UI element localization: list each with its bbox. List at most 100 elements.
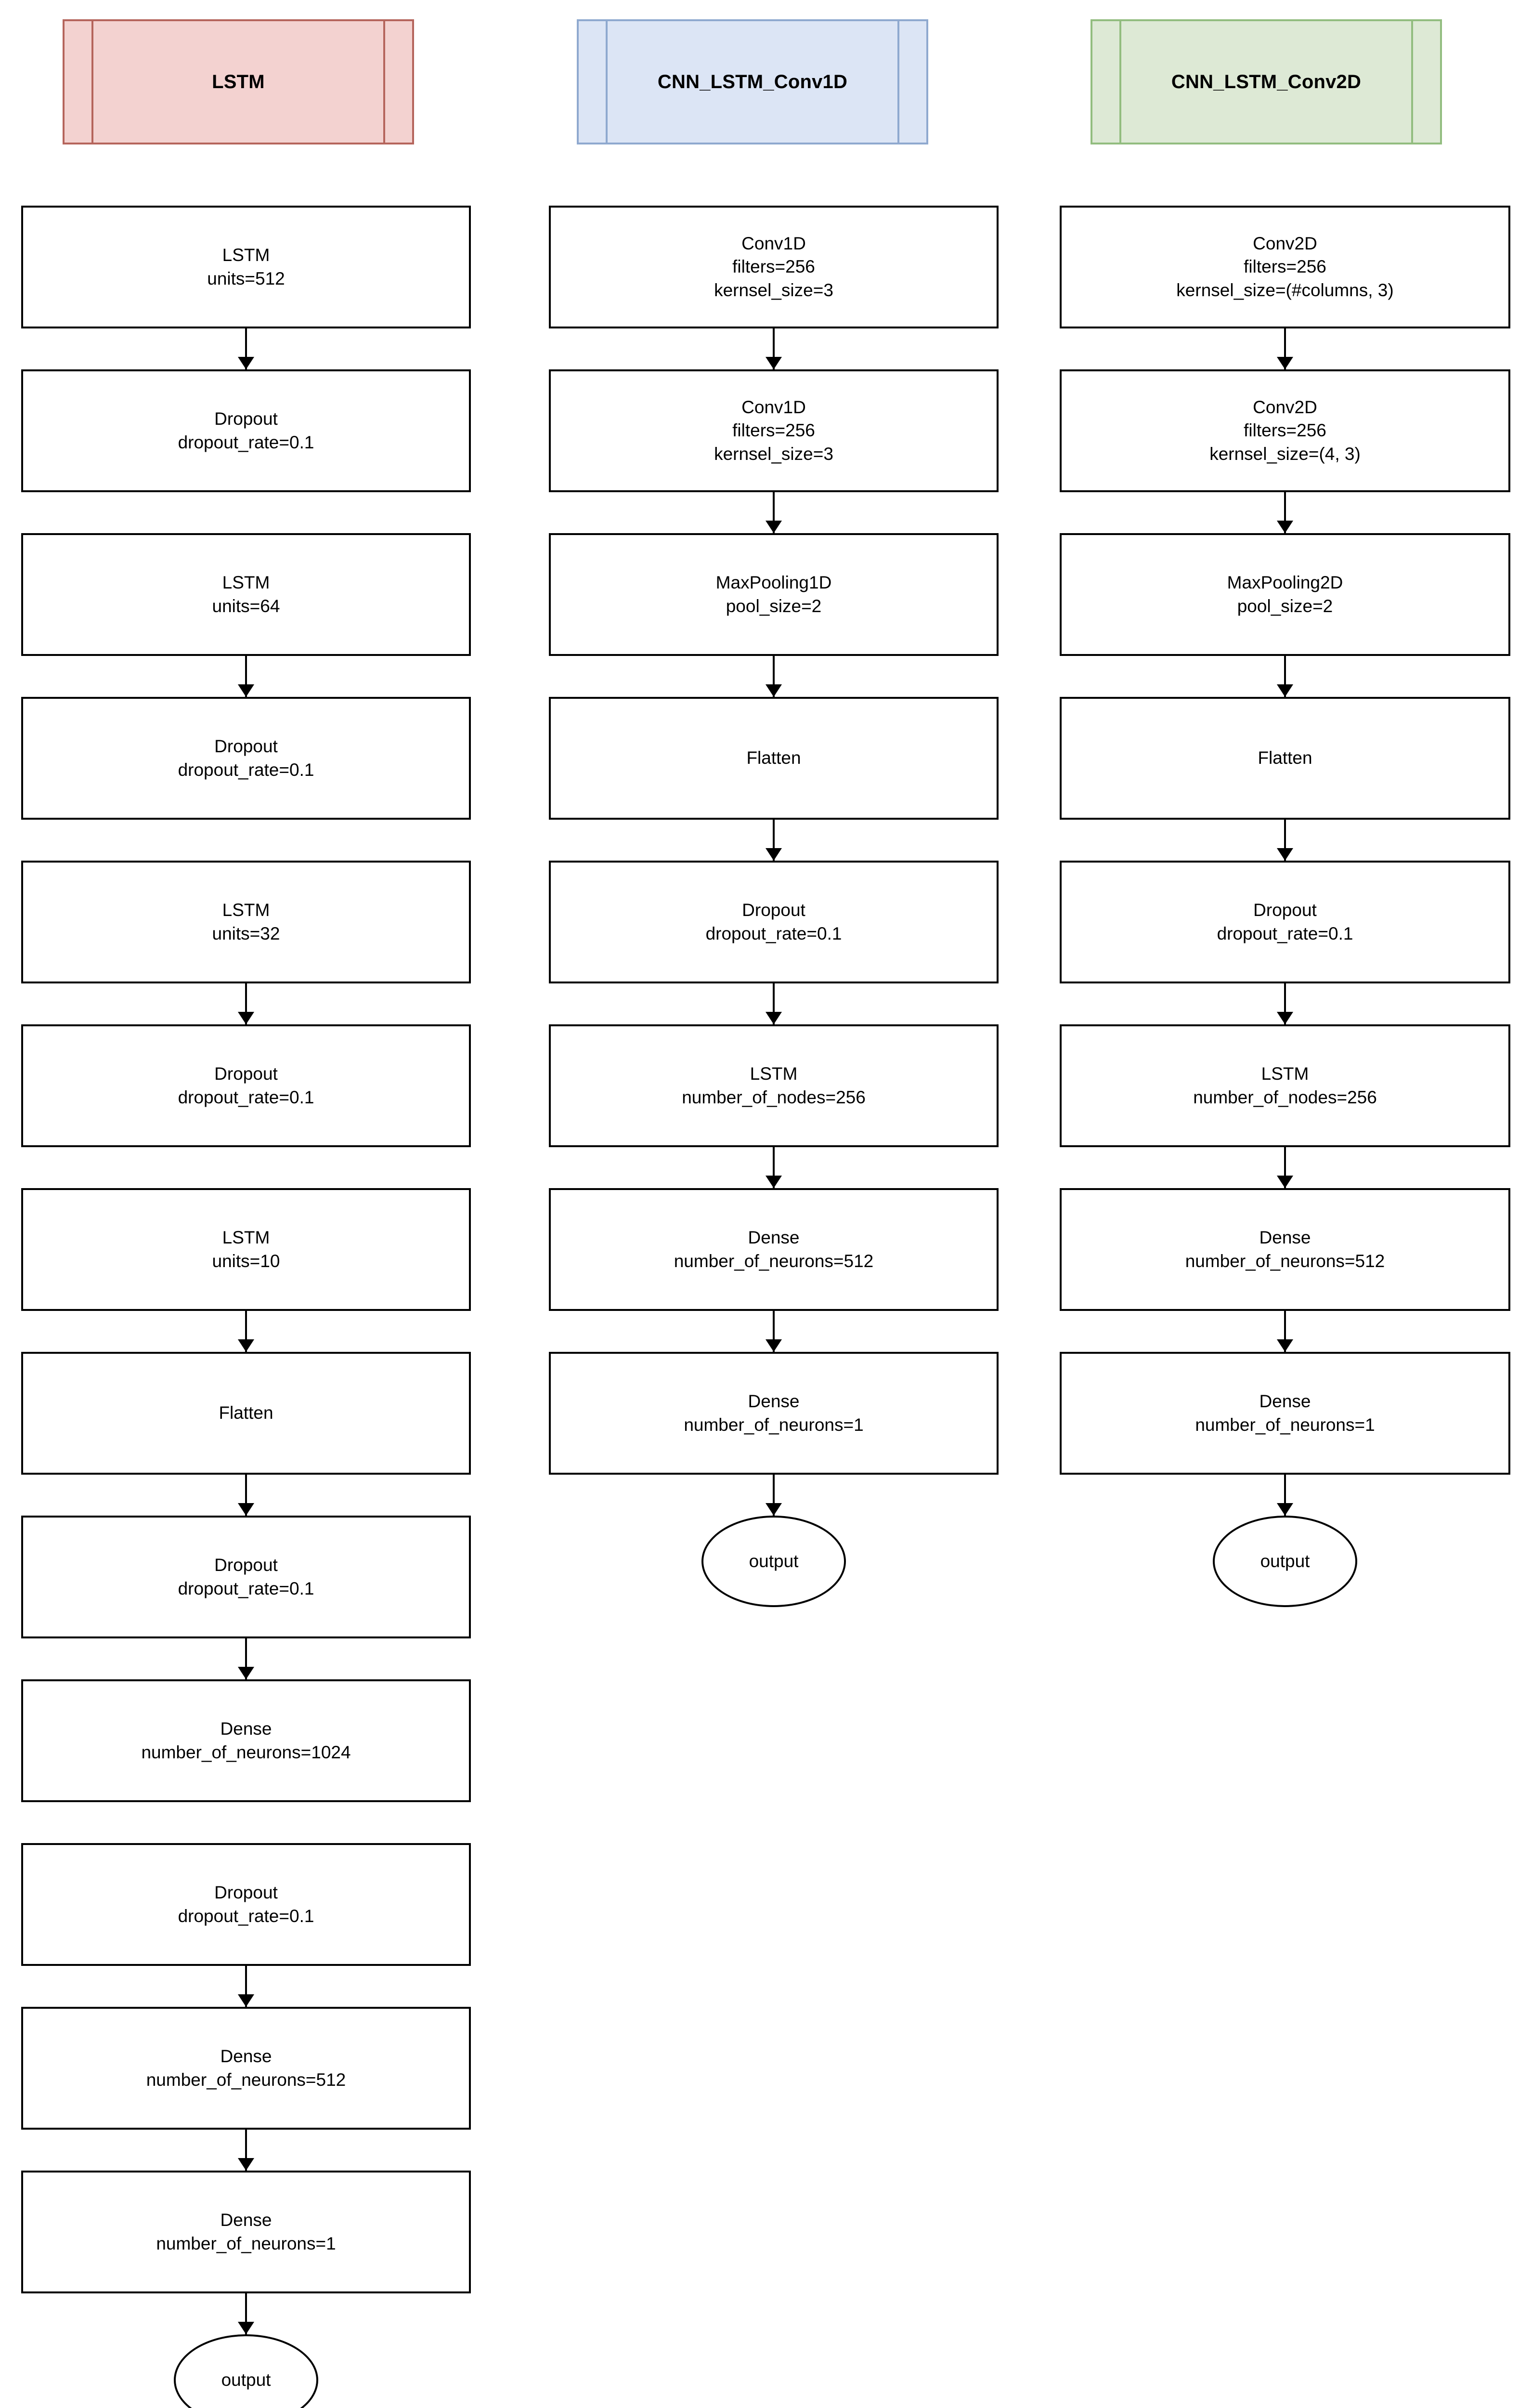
terminal-label: output [221, 2370, 271, 2390]
arrowhead-icon [1277, 357, 1293, 369]
node-title: Dropout [214, 1064, 278, 1084]
node-param-1: number_of_neurons=1024 [141, 1742, 351, 1762]
arrowhead-icon [766, 1012, 782, 1024]
node-title: Dense [748, 1228, 800, 1248]
header-label: CNN_LSTM_Conv2D [1171, 71, 1362, 92]
arrowhead-icon [238, 2322, 254, 2334]
node-flatten: Flatten [549, 697, 999, 820]
terminal-node-output: output [1213, 1516, 1357, 1607]
terminal-node-output: output [701, 1516, 846, 1607]
node-title: Conv1D [741, 234, 806, 254]
node-param-1: number_of_neurons=512 [674, 1251, 874, 1271]
node-param-1: number_of_neurons=1 [684, 1414, 864, 1435]
arrowhead-icon [238, 2158, 254, 2171]
node-title: Flatten [746, 748, 801, 768]
node-title: MaxPooling2D [1227, 573, 1343, 593]
header-label: CNN_LSTM_Conv1D [657, 71, 848, 92]
connector-line [1284, 820, 1286, 861]
connector-line [773, 1147, 775, 1188]
node-title: Dense [220, 2210, 272, 2230]
connector-line [773, 328, 775, 369]
arrowhead-icon [766, 1176, 782, 1188]
node-param-1: dropout_rate=0.1 [178, 759, 314, 780]
node-param-1: dropout_rate=0.1 [1217, 923, 1353, 943]
connector-line [1284, 1147, 1286, 1188]
connector-line [245, 2130, 247, 2171]
node-param-1: filters=256 [1244, 420, 1326, 441]
node-param-2: kernsel_size=3 [714, 444, 833, 464]
arrowhead-icon [766, 1339, 782, 1352]
node-title: Dense [748, 1391, 800, 1412]
terminal-label: output [749, 1551, 799, 1571]
node-param-1: number_of_neurons=512 [146, 2069, 346, 2090]
node-title: Conv2D [1253, 397, 1317, 418]
node-title: Flatten [1258, 748, 1312, 768]
arrowhead-icon [238, 1994, 254, 2007]
node-param-1: dropout_rate=0.1 [178, 432, 314, 452]
header-left-bar [606, 21, 608, 143]
node-flatten: Flatten [1060, 697, 1510, 820]
connector-line [773, 1475, 775, 1516]
node-param-2: kernsel_size=3 [714, 280, 833, 300]
connector-line [1284, 1475, 1286, 1516]
arrowhead-icon [766, 357, 782, 369]
node-lstm: LSTM number_of_nodes=256 [549, 1024, 999, 1147]
node-title: LSTM [222, 573, 270, 593]
arrowhead-icon [1277, 1503, 1293, 1516]
arrowhead-icon [1277, 1012, 1293, 1024]
node-title: Dropout [214, 1883, 278, 1903]
connector-line [773, 820, 775, 861]
node-param-2: kernsel_size=(4, 3) [1209, 444, 1361, 464]
node-param-1: number_of_nodes=256 [682, 1087, 866, 1107]
arrowhead-icon [238, 1667, 254, 1679]
connector-line [773, 492, 775, 533]
node-title: LSTM [222, 900, 270, 920]
node-title: MaxPooling1D [715, 573, 832, 593]
node-dense: Dense number_of_neurons=1 [21, 2171, 471, 2293]
arrowhead-icon [238, 1012, 254, 1024]
arrowhead-icon [238, 684, 254, 697]
connector-line [245, 328, 247, 369]
connector-line [1284, 983, 1286, 1024]
connector-line [1284, 492, 1286, 533]
node-param-1: filters=256 [1244, 257, 1326, 277]
connector-line [773, 1311, 775, 1352]
connector-line [245, 1475, 247, 1516]
arrowhead-icon [1277, 521, 1293, 533]
connector-line [245, 1966, 247, 2007]
header-label: LSTM [212, 71, 265, 92]
terminal-node-output: output [174, 2334, 318, 2408]
header-right-bar [897, 21, 899, 143]
arrowhead-icon [766, 1503, 782, 1516]
node-param-1: number_of_nodes=256 [1193, 1087, 1377, 1107]
node-param-1: filters=256 [732, 420, 815, 441]
node-title: LSTM [222, 245, 270, 265]
node-param-1: number_of_neurons=1 [156, 2233, 336, 2253]
node-title: Dense [220, 1719, 272, 1739]
header-right-bar [383, 21, 385, 143]
arrowhead-icon [766, 684, 782, 697]
node-title: LSTM [222, 1228, 270, 1248]
connector-line [245, 1311, 247, 1352]
node-title: LSTM [750, 1064, 798, 1084]
node-title: Conv1D [741, 397, 806, 418]
node-dense: Dense number_of_neurons=512 [549, 1188, 999, 1311]
arrowhead-icon [1277, 848, 1293, 861]
node-title: Dropout [214, 1555, 278, 1575]
node-title: Dense [1259, 1228, 1311, 1248]
node-param-1: dropout_rate=0.1 [178, 1906, 314, 1926]
column-header-lstm: LSTM [63, 19, 414, 144]
